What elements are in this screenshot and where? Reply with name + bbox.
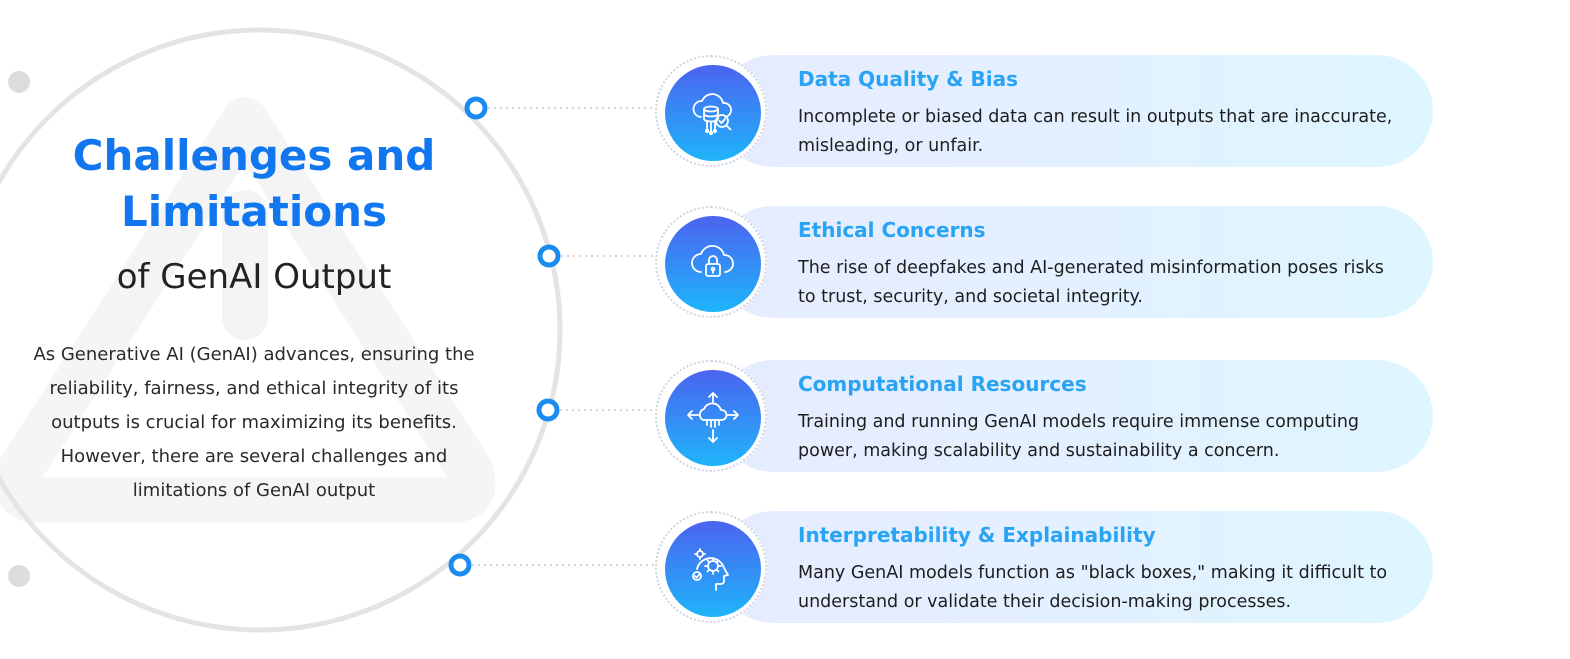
icon-ring — [655, 511, 767, 623]
card-title: Computational Resources — [798, 372, 1087, 396]
card-background — [717, 511, 1433, 623]
card-title: Ethical Concerns — [798, 218, 986, 242]
title-line-1: Challenges and — [72, 131, 436, 180]
warning-watermark-icon — [0, 97, 496, 523]
page-subtitle: of GenAI Output — [116, 257, 392, 297]
ring-dot — [8, 565, 30, 587]
icon-ring — [655, 360, 767, 472]
card-ethical-concerns: Ethical Concerns The rise of deepfakes a… — [655, 206, 1433, 318]
cloud-network-arrows-icon — [665, 370, 761, 466]
card-title: Data Quality & Bias — [798, 67, 1019, 91]
card-computational-resources: Computational Resources Training and run… — [655, 360, 1433, 472]
head-gears-icon — [665, 521, 761, 617]
card-text: Many GenAI models function as "black box… — [798, 563, 1388, 612]
card-data-quality: Data Quality & Bias Incomplete or biased… — [655, 55, 1433, 167]
card-text: Incomplete or biased data can result in … — [798, 107, 1393, 156]
card-background — [717, 206, 1433, 318]
icon-ring — [655, 55, 767, 167]
card-title: Interpretability & Explainability — [798, 523, 1156, 547]
card-background — [717, 360, 1433, 472]
icon-ring — [655, 206, 767, 318]
outer-ring — [0, 27, 563, 633]
intro-description: As Generative AI (GenAI) advances, ensur… — [33, 344, 475, 501]
title-line-2: Limitations — [121, 187, 387, 236]
ring-dot — [8, 71, 30, 93]
connector-dots — [448, 96, 561, 577]
cloud-database-check-icon — [665, 65, 761, 161]
card-interpretability: Interpretability & Explainability Many G… — [655, 511, 1433, 623]
connector-lines — [472, 107, 655, 566]
card-text: The rise of deepfakes and AI-generated m… — [798, 258, 1384, 307]
intro-block: Challenges and Limitations of GenAI Outp… — [18, 128, 490, 508]
page-title: Challenges and Limitations — [18, 128, 490, 240]
card-background — [717, 55, 1433, 167]
card-text: Training and running GenAI models requir… — [798, 412, 1360, 461]
cloud-lock-icon — [665, 216, 761, 312]
